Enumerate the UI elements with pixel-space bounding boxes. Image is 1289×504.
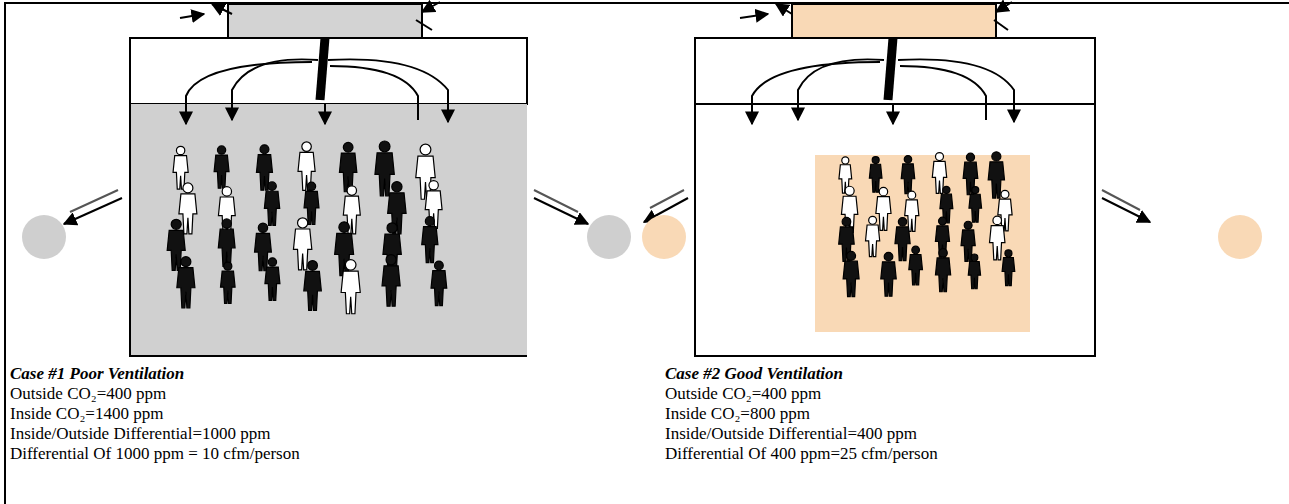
case-note: Outside CO₂=400 ppm: [10, 384, 166, 404]
person-figure: [909, 246, 923, 285]
person-figure: [935, 217, 949, 257]
person-figure: [218, 219, 235, 267]
case-title: Case #2 Good Ventilation: [665, 364, 843, 384]
person-figure: [177, 257, 195, 308]
person-figure: [382, 255, 400, 306]
person-figure: [179, 183, 197, 234]
person-figure: [425, 181, 442, 229]
case-note: Inside/Outside Differential=400 ppm: [665, 424, 917, 444]
person-figure: [935, 249, 950, 292]
person-figure: [969, 187, 982, 223]
person-figure: [866, 216, 880, 256]
building-poor: [22, 2, 631, 356]
person-figure: [1002, 250, 1015, 286]
person-figure: [901, 156, 914, 194]
person-figure: [841, 186, 857, 232]
person-figure: [214, 146, 229, 188]
person-figure: [989, 216, 1004, 260]
person-figure: [341, 260, 360, 314]
person-figure: [876, 187, 891, 230]
person-figure: [963, 153, 978, 195]
person-figure: [265, 258, 280, 300]
person-figure: [431, 261, 447, 306]
case-note: Inside/Outside Differential=1000 ppm: [10, 424, 270, 444]
person-figure: [298, 142, 315, 190]
person-figure: [843, 251, 859, 296]
case-note: Differential Of 400 ppm=25 cfm/person: [665, 444, 938, 464]
case-note: Outside CO₂=400 ppm: [665, 384, 821, 404]
case-note: Differential Of 1000 ppm = 10 cfm/person: [10, 444, 300, 464]
person-figure: [304, 182, 319, 224]
case-note: Inside CO₂=1400 ppm: [10, 404, 163, 424]
person-figure: [422, 217, 438, 263]
person-figure: [968, 254, 980, 289]
person-figure: [218, 187, 235, 235]
person-figure: [869, 157, 882, 193]
person-figure: [221, 262, 236, 303]
person-figure: [304, 261, 322, 311]
person-figure: [388, 182, 406, 234]
person-figure: [998, 190, 1012, 230]
person-figure: [264, 182, 279, 225]
person-figure: [881, 252, 896, 296]
person-figure: [905, 191, 919, 231]
person-figure: [339, 142, 356, 191]
outer-frame: [5, 3, 1289, 504]
person-figure: [895, 218, 910, 261]
case-note: Inside CO₂=800 ppm: [665, 404, 810, 424]
building-good: [642, 2, 1262, 356]
case-title: Case #1 Poor Ventilation: [10, 364, 184, 384]
